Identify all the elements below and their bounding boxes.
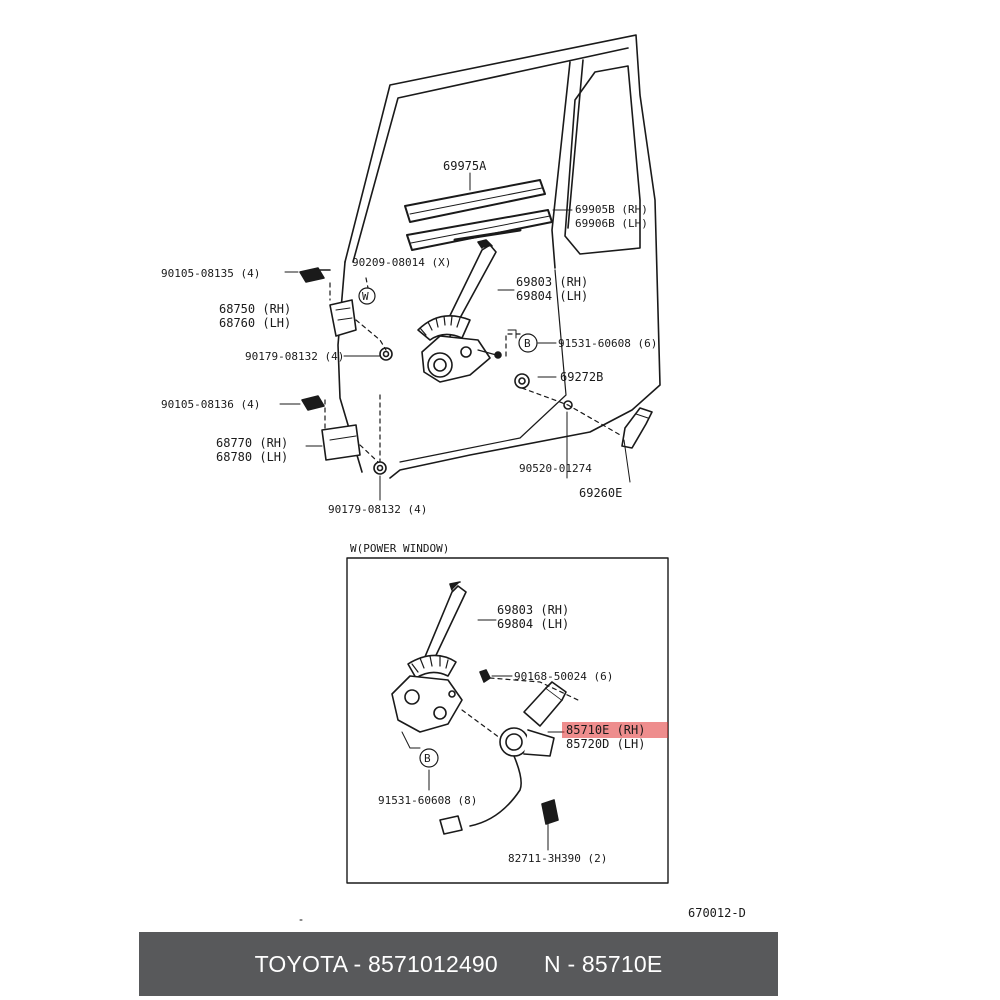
- diagram-code: 670012-D: [688, 906, 746, 920]
- inset-regulator: [391, 581, 491, 733]
- label-68770: 68770 (RH): [216, 436, 288, 450]
- label-69975a: 69975A: [443, 159, 487, 173]
- inset-window-motor: [439, 681, 567, 835]
- marker-b-circle-upper: [518, 333, 538, 353]
- door-hinge-upper: [299, 267, 393, 361]
- label-90168-50024: 90168-50024 (6): [514, 670, 613, 683]
- label-69804-upper: 69804 (LH): [516, 289, 588, 303]
- part-highlight: [562, 722, 668, 738]
- label-68780: 68780 (LH): [216, 450, 288, 464]
- inset-title: W(POWER WINDOW): [350, 542, 449, 555]
- marker-b-letter-inset: B: [424, 752, 431, 765]
- label-69804-inset: 69804 (LH): [497, 617, 569, 631]
- label-90179-08132-b: 90179-08132 (4): [328, 503, 427, 516]
- inset-dashed-leaders: [461, 677, 579, 739]
- label-69272b: 69272B: [560, 370, 603, 384]
- footer-bar: TOYOTA - 8571012490 N - 85710E: [139, 932, 778, 996]
- marker-w-letter: W: [362, 290, 369, 303]
- marker-w-circle: [358, 287, 376, 305]
- label-90179-08132-a: 90179-08132 (4): [245, 350, 344, 363]
- label-90105-08136: 90105-08136 (4): [161, 398, 260, 411]
- label-90520-01274: 90520-01274: [519, 462, 592, 475]
- label-69803-inset: 69803 (RH): [497, 603, 569, 617]
- upper-leaders: [279, 172, 631, 501]
- label-91531-60608-inset: 91531-60608 (8): [378, 794, 477, 807]
- label-68750: 68750 (RH): [219, 302, 291, 316]
- label-90209-08014: 90209-08014 (X): [352, 256, 451, 269]
- upper-dashed-leaders: [324, 277, 623, 463]
- label-69906b: 69906B (LH): [575, 217, 648, 230]
- marker-b-letter-upper: B: [524, 337, 531, 350]
- window-regulator: [417, 239, 502, 383]
- label-85710e: 85710E (RH): [566, 723, 645, 737]
- inset-leaders: [401, 619, 565, 851]
- label-69905b: 69905B (RH): [575, 203, 648, 216]
- label-91531-60608-upper: 91531-60608 (6): [558, 337, 657, 350]
- label-69803-upper: 69803 (RH): [516, 275, 588, 289]
- handle-and-washer: [514, 373, 653, 449]
- door-hinge-lower: [301, 395, 387, 475]
- label-68760: 68760 (LH): [219, 316, 291, 330]
- footer-part-text: TOYOTA - 8571012490 N - 85710E: [254, 950, 663, 977]
- glass-run-channel: [404, 179, 553, 251]
- inset-frame: [346, 557, 669, 884]
- label-90105-08135: 90105-08135 (4): [161, 267, 260, 280]
- marker-b-circle-inset: [419, 748, 439, 768]
- label-82711-3h390: 82711-3H390 (2): [508, 852, 607, 865]
- label-85720d: 85720D (LH): [566, 737, 645, 751]
- label-69260e: 69260E: [579, 486, 622, 500]
